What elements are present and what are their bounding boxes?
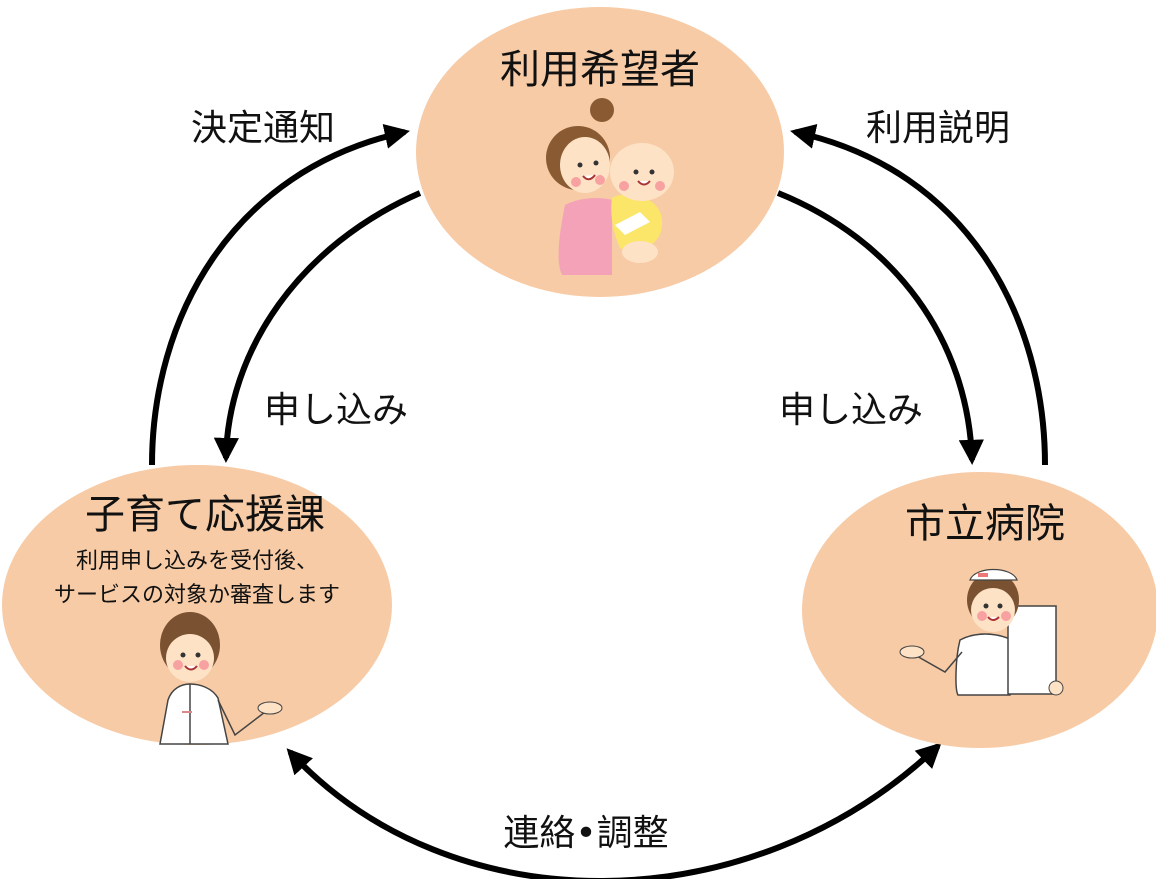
node-applicant-title: 利用希望者: [500, 47, 700, 93]
label-apply-left: 申し込み: [264, 390, 408, 431]
arrow-apply-right: [776, 190, 984, 466]
label-usage-explanation: 利用説明: [866, 108, 1010, 149]
label-coordination: 連絡•調整: [503, 813, 668, 854]
nurse-with-clipboard-icon: [899, 569, 1064, 696]
label-decision-notice: 決定通知: [191, 108, 335, 149]
arrow-usage-explanation: [790, 123, 1048, 466]
node-support-title: 子育て応援課: [85, 492, 325, 538]
arrow-coordination: [286, 742, 942, 879]
node-support-desc-line1: 利用申し込みを受付後、: [76, 549, 318, 574]
arrow-apply-left: [213, 190, 422, 464]
node-support-bubble: [2, 465, 392, 745]
node-support-desc-line2: サービスの対象か審査します: [54, 583, 340, 608]
staff-presenting-icon: [159, 612, 283, 745]
node-hospital: 市立病院: [802, 472, 1156, 748]
node-hospital-title: 市立病院: [905, 501, 1065, 547]
arrow-decision-notice: [149, 123, 410, 466]
node-applicant: 利用希望者: [416, 7, 784, 297]
mother-with-baby-icon: [546, 98, 674, 275]
node-support: 子育て応援課 利用申し込みを受付後、 サービスの対象か審査します: [2, 465, 392, 745]
label-apply-right: 申し込み: [779, 390, 923, 431]
